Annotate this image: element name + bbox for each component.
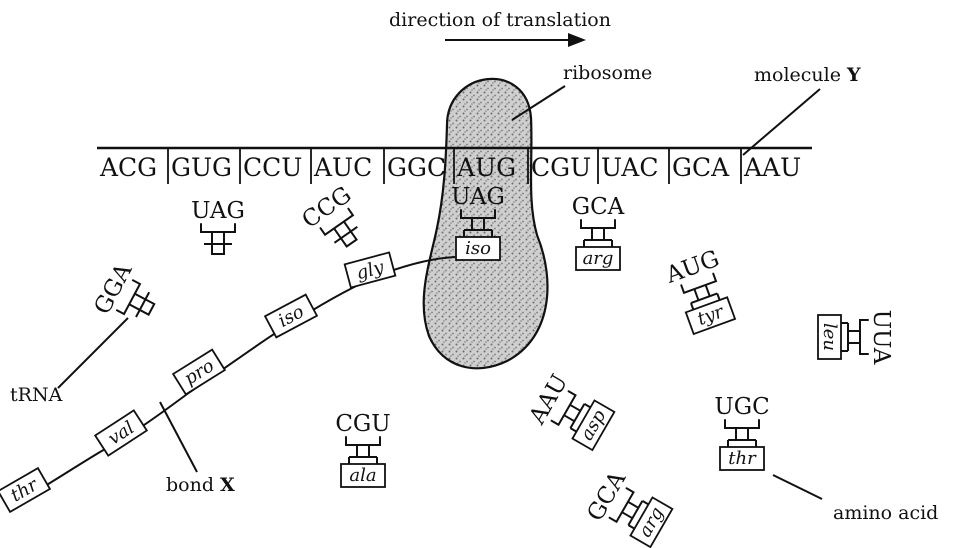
trna-amino-acid: arg	[583, 248, 614, 269]
amino-acid-box: val	[95, 410, 147, 455]
mrna-codon: CGU	[531, 153, 591, 182]
trna-uua-leu: UUA leu	[818, 310, 894, 365]
mrna-codon: GCA	[672, 153, 730, 182]
mrna-codon: GGC	[387, 153, 446, 182]
mrna-codon: ACG	[99, 153, 157, 182]
trna-ccg: CCG	[298, 182, 374, 259]
amino-acid-box: iso	[265, 295, 317, 338]
trna-amino-acid: iso	[465, 238, 491, 259]
trna-amino-acid: ala	[349, 465, 376, 486]
amino-acid-pointer	[773, 475, 822, 499]
trna-label: tRNA	[10, 384, 63, 406]
trna-gca-arg: GCA arg	[572, 194, 625, 270]
trna-amino-acid: thr	[728, 448, 757, 469]
amino-acid-box: thr	[0, 468, 50, 512]
mrna-codon: UAC	[601, 153, 658, 182]
trna-cgu-ala: CGU ala	[335, 411, 390, 487]
amino-acid-box: pro	[173, 350, 225, 395]
amino-acid-box: gly	[345, 252, 396, 287]
amino-acid-label: amino acid	[833, 502, 938, 524]
mrna-codon: AUC	[313, 153, 372, 182]
trna-anticodon: UUA	[868, 310, 894, 365]
trna-amino-acid: leu	[819, 323, 840, 351]
trna-gga: GGA	[89, 259, 164, 333]
molecule-label: molecule Y	[754, 64, 861, 86]
trna-uag: UAG	[191, 198, 245, 254]
trna-anticodon: CGU	[335, 411, 390, 437]
polypeptide-chain	[8, 257, 455, 508]
trna-anticodon: AAU	[524, 370, 573, 429]
trna-anticodon: GCA	[582, 467, 631, 526]
direction-label: direction of translation	[389, 9, 611, 31]
trna-ugc-thr: UGC thr	[714, 394, 769, 470]
direction-arrow	[445, 33, 586, 47]
trna-anticodon: GCA	[572, 194, 625, 220]
trna-anticodon: UGC	[714, 394, 769, 420]
trna-anticodon: GGA	[89, 259, 137, 319]
trna-pointer	[58, 318, 128, 388]
molecule-pointer	[743, 89, 820, 155]
trna-anticodon: UAG	[451, 184, 505, 210]
trna-anticodon: UAG	[191, 198, 245, 224]
bond-label: bond X	[166, 474, 235, 496]
ribosome-label: ribosome	[563, 62, 652, 84]
bond-pointer	[160, 402, 197, 472]
ribosome	[424, 79, 548, 368]
mrna-codon: GUG	[171, 153, 232, 182]
mrna-codon: AAU	[743, 153, 801, 182]
mrna-codon: CCU	[243, 153, 302, 182]
mrna-codon: AUG	[456, 153, 516, 182]
